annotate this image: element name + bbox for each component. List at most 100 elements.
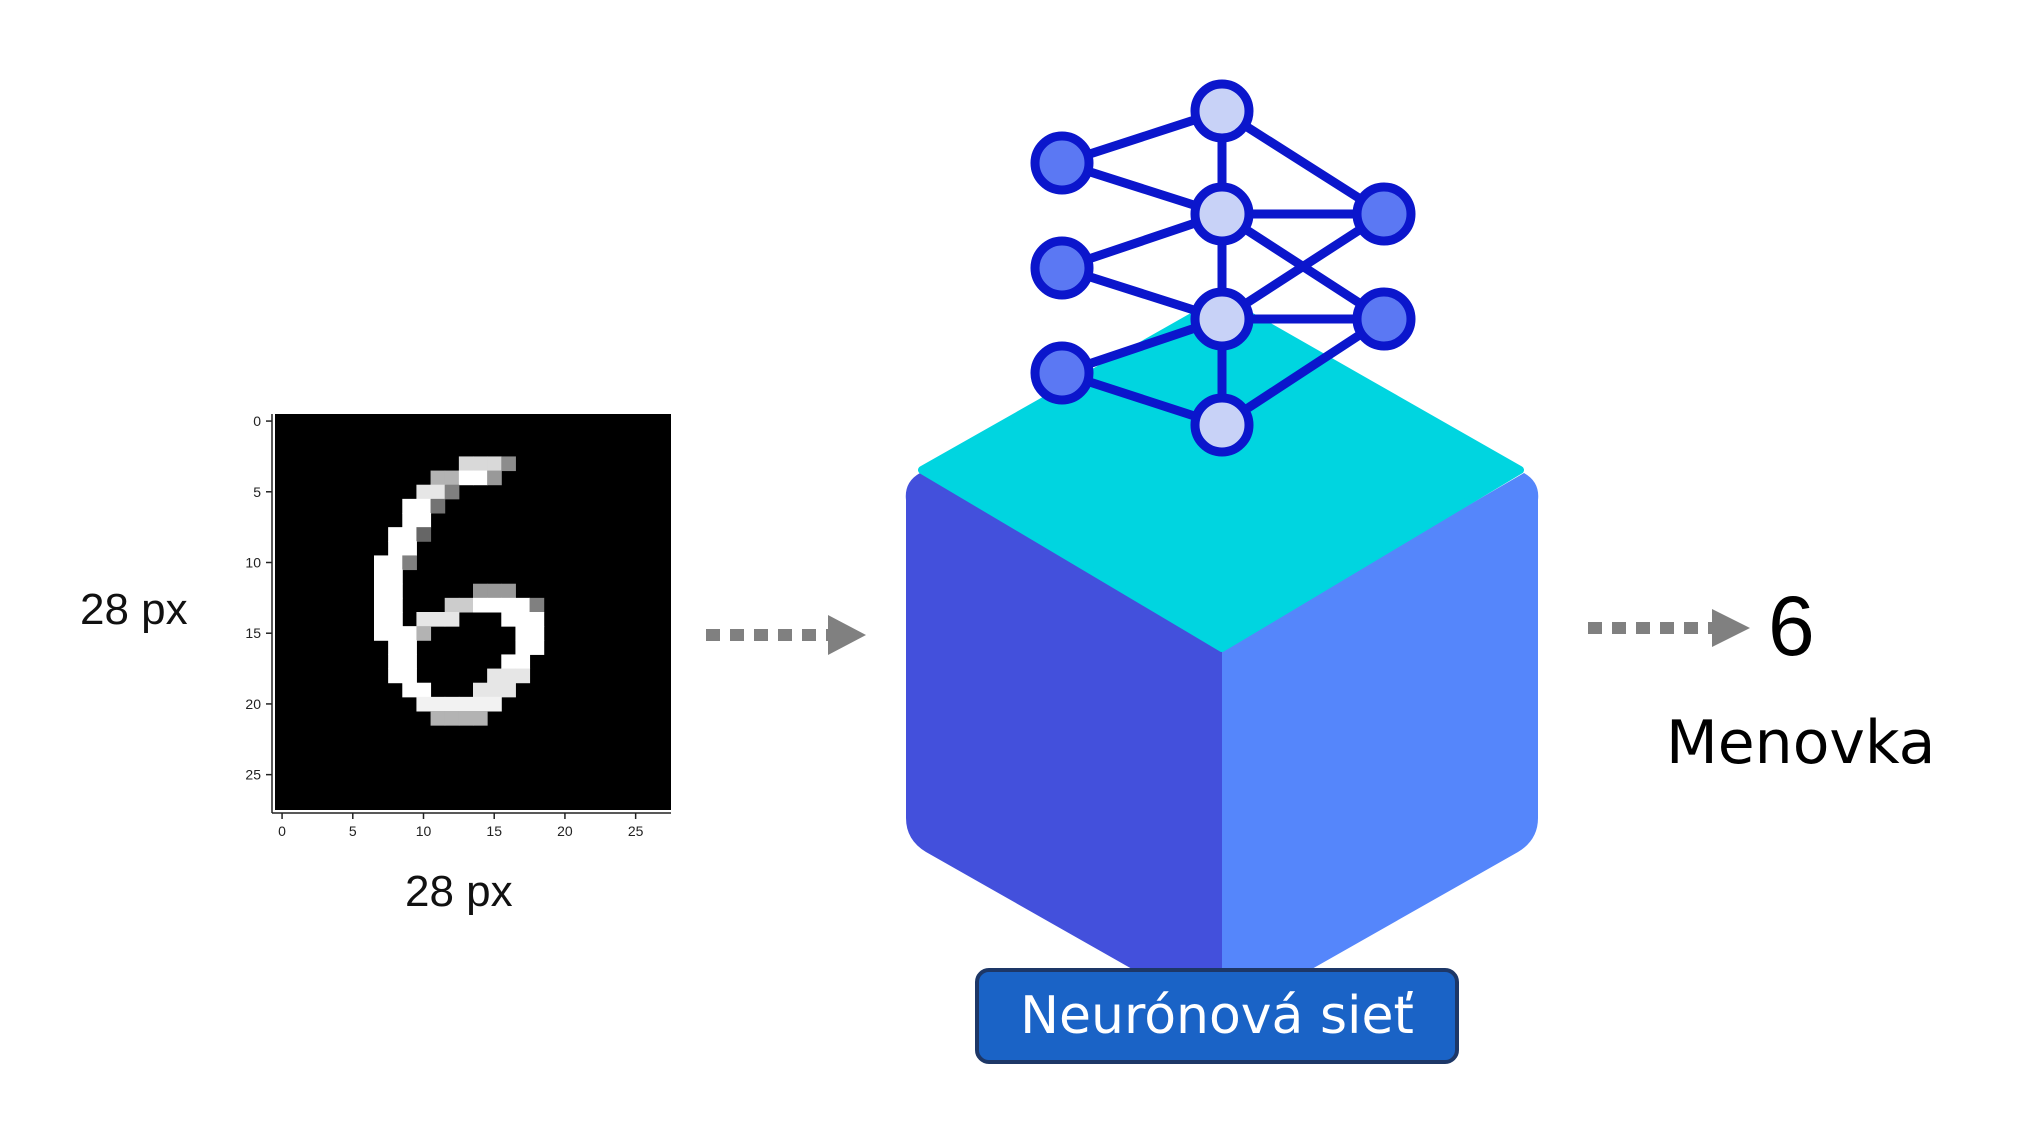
digit-pixel [501, 668, 516, 684]
digit-pixel [515, 640, 531, 655]
digit-pixel [402, 541, 417, 556]
cube-left-face [905, 473, 1222, 1020]
digit-pixel [416, 612, 432, 627]
output-node [1352, 182, 1416, 246]
x-tick-label: 0 [278, 823, 286, 839]
digit-pixel [515, 597, 531, 613]
digit-pixel [444, 470, 460, 486]
digit-pixel [473, 597, 488, 613]
digit-pixel [402, 555, 417, 571]
digit-pixel [501, 597, 516, 613]
digit-pixel [388, 555, 403, 571]
digit-pixel [430, 498, 446, 514]
digit-pixel [402, 668, 417, 684]
digit-pixel [430, 612, 446, 627]
y-tick-label: 5 [253, 484, 261, 500]
digit-pixel [515, 654, 531, 670]
digit-pixel [529, 597, 545, 613]
digit-pixel [458, 470, 474, 486]
digit-pixel [388, 654, 403, 670]
hidden-node [1190, 79, 1254, 143]
x-tick-label: 25 [628, 823, 644, 839]
input-node [1030, 341, 1094, 405]
digit-pixel [430, 484, 446, 500]
digit-pixel [388, 541, 403, 556]
y-tick-label: 10 [245, 555, 261, 571]
digit-pixel [388, 668, 403, 684]
digit-pixel [458, 711, 474, 726]
y-tick-label: 0 [253, 413, 261, 429]
digit-pixel [487, 597, 502, 613]
digit-pixel [529, 640, 545, 655]
digit-pixel [402, 513, 417, 528]
input-node [1030, 131, 1094, 195]
digit-pixels [374, 456, 545, 726]
neural-network-icon [1030, 79, 1416, 457]
digit-pixel [444, 612, 460, 627]
neural-network-badge-label: Neurónová sieť [1020, 986, 1414, 1046]
x-tick-label: 5 [349, 823, 357, 839]
x-tick-label: 15 [486, 823, 502, 839]
digit-pixel [402, 498, 417, 514]
digit-pixel [501, 583, 516, 599]
digit-pixel [473, 682, 488, 698]
digit-pixel [473, 470, 488, 486]
digit-pixel [388, 640, 403, 655]
digit-pixel [430, 696, 446, 712]
digit-pixel [416, 626, 432, 641]
hidden-node [1190, 287, 1254, 351]
hidden-node [1190, 182, 1254, 246]
digit-pixel [501, 682, 516, 698]
digit-pixel [444, 597, 460, 613]
digit-pixel [473, 456, 488, 472]
digit-pixel [515, 626, 531, 641]
digit-pixel [374, 569, 389, 585]
cube-right-face [1222, 473, 1539, 1020]
digit-pixel [374, 597, 389, 613]
digit-pixel [430, 470, 446, 486]
digit-pixel [501, 654, 516, 670]
digit-pixel [458, 696, 474, 712]
digit-pixel [388, 626, 403, 641]
digit-pixel [388, 612, 403, 627]
output-label: Menovka [1666, 708, 1936, 778]
digit-pixel [444, 484, 460, 500]
digit-pixel [487, 583, 502, 599]
digit-pixel [430, 711, 446, 726]
y-tick-label: 15 [245, 625, 261, 641]
digit-pixel [458, 597, 474, 613]
digit-pixel [374, 626, 389, 641]
digit-pixel [487, 668, 502, 684]
digit-pixel [402, 654, 417, 670]
digit-pixel [374, 612, 389, 627]
digit-pixel [374, 555, 389, 571]
x-tick-label: 10 [416, 823, 432, 839]
digit-pixel [416, 682, 432, 698]
digit-pixel [388, 527, 403, 542]
digit-pixel [529, 612, 545, 627]
digit-pixel [402, 527, 417, 542]
image-width-label: 28 px [405, 867, 513, 916]
digit-pixel [416, 696, 432, 712]
digit-pixel [402, 626, 417, 641]
y-tick-label: 25 [245, 767, 261, 783]
x-tick-label: 20 [557, 823, 573, 839]
digit-pixel [487, 682, 502, 698]
digit-pixel [515, 612, 531, 627]
neural-network-badge: Neurónová sieť [975, 968, 1459, 1064]
hidden-node [1190, 393, 1254, 457]
digit-pixel [388, 569, 403, 585]
digit-pixel [402, 640, 417, 655]
output-arrow [1588, 609, 1750, 647]
digit-pixel [473, 696, 488, 712]
digit-pixel [529, 626, 545, 641]
digit-pixel [388, 597, 403, 613]
digit-pixel [388, 583, 403, 599]
digit-pixel [458, 456, 474, 472]
digit-pixel [501, 456, 516, 472]
digit-pixel [473, 711, 488, 726]
digit-pixel [487, 456, 502, 472]
